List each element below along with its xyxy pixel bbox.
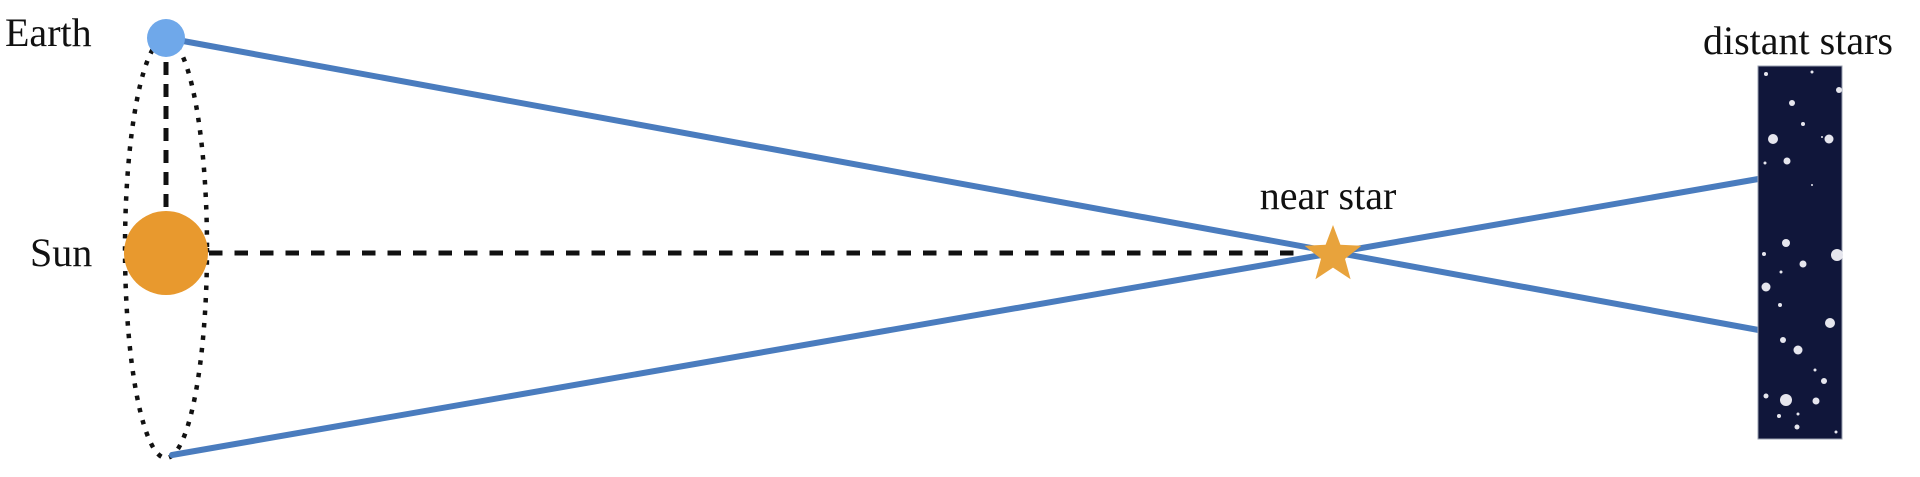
distant-star-dot bbox=[1796, 412, 1800, 416]
near-star-label: near star bbox=[1260, 173, 1397, 218]
distant-star-dot bbox=[1762, 252, 1766, 256]
sun-label: Sun bbox=[30, 230, 92, 275]
near-star-icon bbox=[1304, 225, 1362, 280]
sun-dot bbox=[124, 211, 208, 295]
distant-star-dot bbox=[1768, 134, 1778, 144]
distant-star-dot bbox=[1801, 122, 1805, 126]
distant-star-dot bbox=[1812, 397, 1820, 405]
distant-star-dot bbox=[1834, 430, 1838, 434]
distant-star-dot bbox=[1824, 134, 1834, 144]
distant-star-dot bbox=[1764, 72, 1768, 76]
distant-star-dot bbox=[1763, 393, 1769, 399]
distant-star-dot bbox=[1761, 282, 1771, 292]
distant-star-dot bbox=[1821, 378, 1827, 384]
distant-star-dot bbox=[1780, 394, 1792, 406]
distant-star-dot bbox=[1836, 87, 1842, 93]
earth-label: Earth bbox=[5, 10, 92, 55]
distant-star-dot bbox=[1780, 337, 1786, 343]
distant-star-dot bbox=[1821, 136, 1823, 138]
distant-stars-panel bbox=[1757, 65, 1843, 440]
distant-star-dot bbox=[1793, 345, 1803, 355]
distant-star-dot bbox=[1778, 303, 1782, 307]
distant-star-dot bbox=[1810, 70, 1814, 74]
distant-star-dot bbox=[1794, 424, 1800, 430]
distant-star-dot bbox=[1782, 239, 1790, 247]
distant-star-dot bbox=[1811, 184, 1813, 186]
distant-stars-label: distant stars bbox=[1703, 18, 1893, 63]
earth-dot bbox=[147, 19, 185, 57]
distant-star-dot bbox=[1779, 270, 1783, 274]
distant-star-dot bbox=[1763, 161, 1767, 165]
distant-star-dot bbox=[1831, 249, 1843, 261]
sightline-from-earth bbox=[180, 38, 1767, 334]
distant-star-dot bbox=[1777, 414, 1781, 418]
distant-star-dot bbox=[1813, 368, 1817, 372]
sightline-from-orbit-bottom bbox=[169, 175, 1767, 458]
distant-star-dot bbox=[1789, 100, 1795, 106]
starfield bbox=[1761, 70, 1843, 434]
distant-star-dot bbox=[1799, 260, 1807, 268]
distant-star-dot bbox=[1783, 157, 1791, 165]
distant-star-dot bbox=[1825, 318, 1835, 328]
